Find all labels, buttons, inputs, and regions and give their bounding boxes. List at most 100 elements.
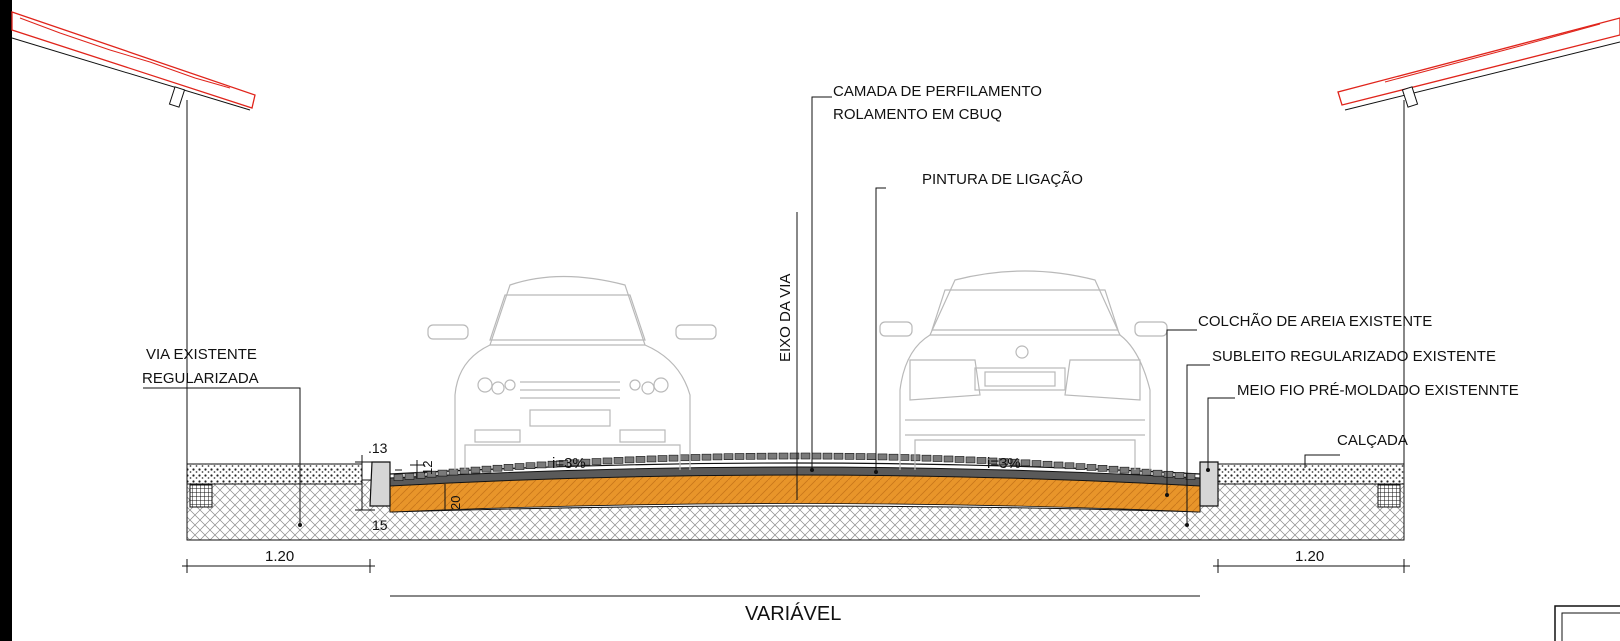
asphalt-block [613, 457, 624, 464]
asphalt-block [591, 458, 602, 465]
label-subleito: SUBLEITO REGULARIZADO EXISTENTE [1212, 348, 1496, 365]
label-rolamento-cbuq: ROLAMENTO EM CBUQ [833, 106, 1002, 123]
asphalt-block [1042, 460, 1053, 468]
asphalt-block [470, 466, 481, 474]
asphalt-block [481, 465, 492, 473]
asphalt-block [646, 455, 657, 463]
asphalt-block [778, 452, 789, 460]
asphalt-block [943, 455, 954, 463]
asphalt-block [888, 453, 899, 461]
left-car-front [427, 275, 717, 470]
asphalt-block [514, 463, 525, 470]
dim-slope-left: i=3% [552, 455, 586, 472]
asphalt-block [844, 453, 855, 460]
asphalt-block [822, 452, 833, 460]
asphalt-block [833, 452, 844, 460]
asphalt-block [1185, 473, 1196, 480]
right-curb [1199, 461, 1219, 507]
asphalt-block [635, 456, 646, 463]
dim-sidewalk-right: 1.20 [1295, 548, 1324, 565]
asphalt-block [1097, 465, 1108, 472]
asphalt-block [987, 457, 998, 465]
dim-road-width: VARIÁVEL [745, 602, 841, 625]
dim-slope-right: i=3% [987, 455, 1021, 472]
asphalt-block [415, 471, 426, 479]
label-pintura-ligacao: PINTURA DE LIGAÇÃO [922, 171, 1083, 188]
left-curb [369, 461, 391, 507]
asphalt-block [756, 452, 767, 460]
label-via-existente: VIA EXISTENTE [146, 346, 257, 363]
asphalt-block [503, 464, 514, 471]
asphalt-block [745, 453, 756, 460]
label-meio-fio: MEIO FIO PRÉ-MOLDADO EXISTENNTE [1237, 382, 1519, 399]
asphalt-block [811, 452, 822, 460]
asphalt-block [690, 454, 701, 461]
asphalt-block [701, 453, 712, 461]
right-sidewalk-grid [1377, 484, 1401, 508]
dim-sidewalk-left: 1.20 [265, 548, 294, 565]
asphalt-block [921, 454, 932, 462]
asphalt-block [569, 459, 580, 467]
title-block-corner-icon [1554, 605, 1620, 641]
right-sidewalk [1217, 463, 1405, 485]
asphalt-block [932, 455, 943, 462]
asphalt-block [998, 458, 1009, 465]
asphalt-block [679, 454, 690, 462]
asphalt-block [426, 470, 437, 478]
asphalt-blocks [393, 452, 1196, 481]
asphalt-block [393, 474, 404, 481]
asphalt-block [1174, 472, 1185, 479]
left-frame-border [0, 0, 12, 641]
right-car-rear [879, 270, 1168, 470]
asphalt-block [492, 464, 503, 472]
asphalt-block [866, 453, 877, 460]
leader-lines [143, 96, 1340, 525]
asphalt-block [1075, 463, 1086, 470]
asphalt-block [976, 457, 987, 464]
asphalt-block [536, 461, 547, 469]
asphalt-block [800, 452, 811, 460]
asphalt-block [448, 468, 459, 476]
asphalt-block [668, 454, 679, 462]
label-camada-perfilamento: CAMADA DE PERFILAMENTO [833, 83, 1042, 100]
asphalt-block [954, 456, 965, 463]
left-sidewalk-grid [189, 484, 213, 508]
asphalt-block [899, 454, 910, 461]
asphalt-block [1119, 466, 1130, 474]
asphalt-block [789, 452, 800, 460]
asphalt-block [767, 452, 778, 460]
asphalt-block [1064, 462, 1075, 470]
asphalt-block [877, 453, 888, 461]
asphalt-block [1108, 465, 1119, 473]
asphalt-block [1152, 469, 1163, 477]
asphalt-block [558, 460, 569, 467]
leader-dots [298, 468, 1210, 527]
asphalt-block [624, 456, 635, 464]
asphalt-block [602, 457, 613, 465]
asphalt-block [437, 469, 448, 477]
asphalt-block [404, 473, 415, 480]
asphalt-block [734, 453, 745, 460]
asphalt-block [580, 458, 591, 466]
asphalt-block [547, 460, 558, 468]
left-roof [11, 11, 256, 111]
dim-curb-bottom: 15 [372, 517, 388, 533]
asphalt-block [965, 456, 976, 464]
asphalt-block [1141, 468, 1152, 476]
asphalt-block [855, 453, 866, 460]
asphalt-block [723, 453, 734, 460]
label-colchao-areia: COLCHÃO DE AREIA EXISTENTE [1198, 313, 1432, 330]
asphalt-block [712, 453, 723, 461]
right-roof [1337, 17, 1620, 111]
dim-asphalt-thickness: 12 [420, 461, 435, 475]
dim-curb-top: .13 [368, 440, 388, 456]
asphalt-block [1163, 470, 1174, 478]
dim-base-thickness: 20 [448, 496, 463, 510]
asphalt-block [1086, 464, 1097, 471]
asphalt-block [525, 462, 536, 470]
asphalt-block [1009, 458, 1020, 466]
asphalt-block [1053, 461, 1064, 469]
asphalt-block [657, 455, 668, 462]
asphalt-block [1020, 459, 1031, 467]
